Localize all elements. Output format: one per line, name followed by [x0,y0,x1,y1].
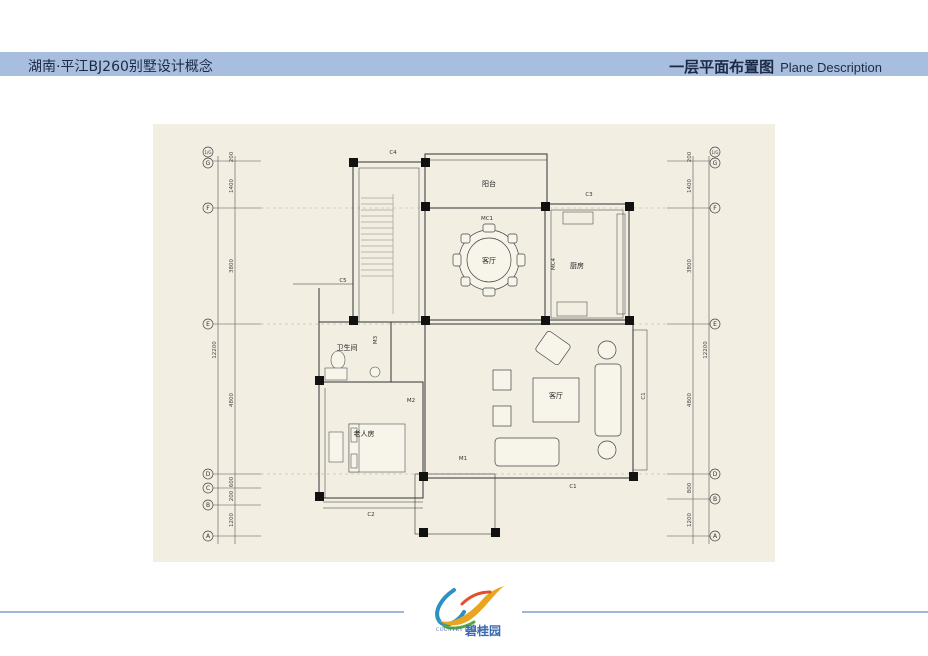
country-garden-logo-icon [435,586,504,630]
dim-right-5: 800 [687,482,693,493]
dim-left-total: 12200 [212,341,218,359]
label-m2: M2 [407,398,415,404]
floor-plan-panel: 1/G G F E D C B A 1/G G F E D B A 200 14… [153,124,775,562]
project-title: 湖南·平江BJ260别墅设计概念 [28,59,213,75]
label-c1-right: C1 [641,392,647,399]
dim-left-4: 4800 [229,393,235,407]
axis-left-d: D [206,471,211,478]
plan-title: 一层平面布置图 Plane Description [669,56,882,77]
room-dining: 客厅 [482,256,496,265]
dim-left-1: 200 [229,151,235,162]
dim-left-5: 600 [229,476,235,487]
axis-left-e: E [206,321,210,328]
plan-title-en: Plane Description [780,60,882,75]
room-living: 客厅 [549,391,563,400]
label-c3: C3 [585,192,593,198]
dim-right-3: 3800 [687,259,693,273]
room-bathroom: 卫生间 [337,343,358,352]
logo-text-en: COUNTRY GARDEN [436,628,489,633]
label-m1: M1 [459,456,467,462]
axis-right-d: D [713,471,718,478]
dim-right-4: 4800 [687,393,693,407]
dim-right-1: 200 [687,151,693,162]
axis-left-b: B [206,502,210,509]
axis-left-a: A [206,533,211,540]
dim-left-3: 3800 [229,259,235,273]
room-balcony: 阳台 [482,179,496,188]
label-m3: M3 [373,335,379,344]
label-c4: C4 [389,150,397,156]
dim-right-6: 1200 [687,513,693,527]
footer-line-right [522,611,928,613]
dim-right-2: 1400 [687,179,693,193]
axis-right-g: G [713,160,718,167]
axis-right-e: E [713,321,717,328]
room-kitchen: 厨房 [570,261,584,270]
axis-right-top: 1/G [712,150,719,155]
dim-right-total: 12200 [703,341,709,359]
axis-left-c: C [206,485,210,492]
label-c1-bottom: C1 [569,484,576,490]
label-mc4: MC4 [551,257,557,270]
room-elder: 老人房 [354,429,375,438]
floor-plan-drawing: 1/G G F E D C B A 1/G G F E D B A 200 14… [202,146,721,544]
label-c5: C5 [339,278,347,284]
axis-left-f: F [206,205,210,212]
dim-left-6: 200 [229,490,235,501]
axis-right-b: B [713,496,717,503]
dim-left-7: 1200 [229,513,235,527]
logo-text-zh: 碧桂园 [465,624,502,638]
plan-title-zh: 一层平面布置图 [669,58,775,76]
footer-line-left [0,611,404,613]
axis-right-f: F [713,205,717,212]
axis-right-a: A [713,533,718,540]
axis-left-g: G [206,160,211,167]
label-mc1: MC1 [481,216,493,222]
label-c2: C2 [367,512,374,518]
axis-left-top: 1/G [205,150,212,155]
dim-left-2: 1400 [229,179,235,193]
header-bar [0,52,928,76]
